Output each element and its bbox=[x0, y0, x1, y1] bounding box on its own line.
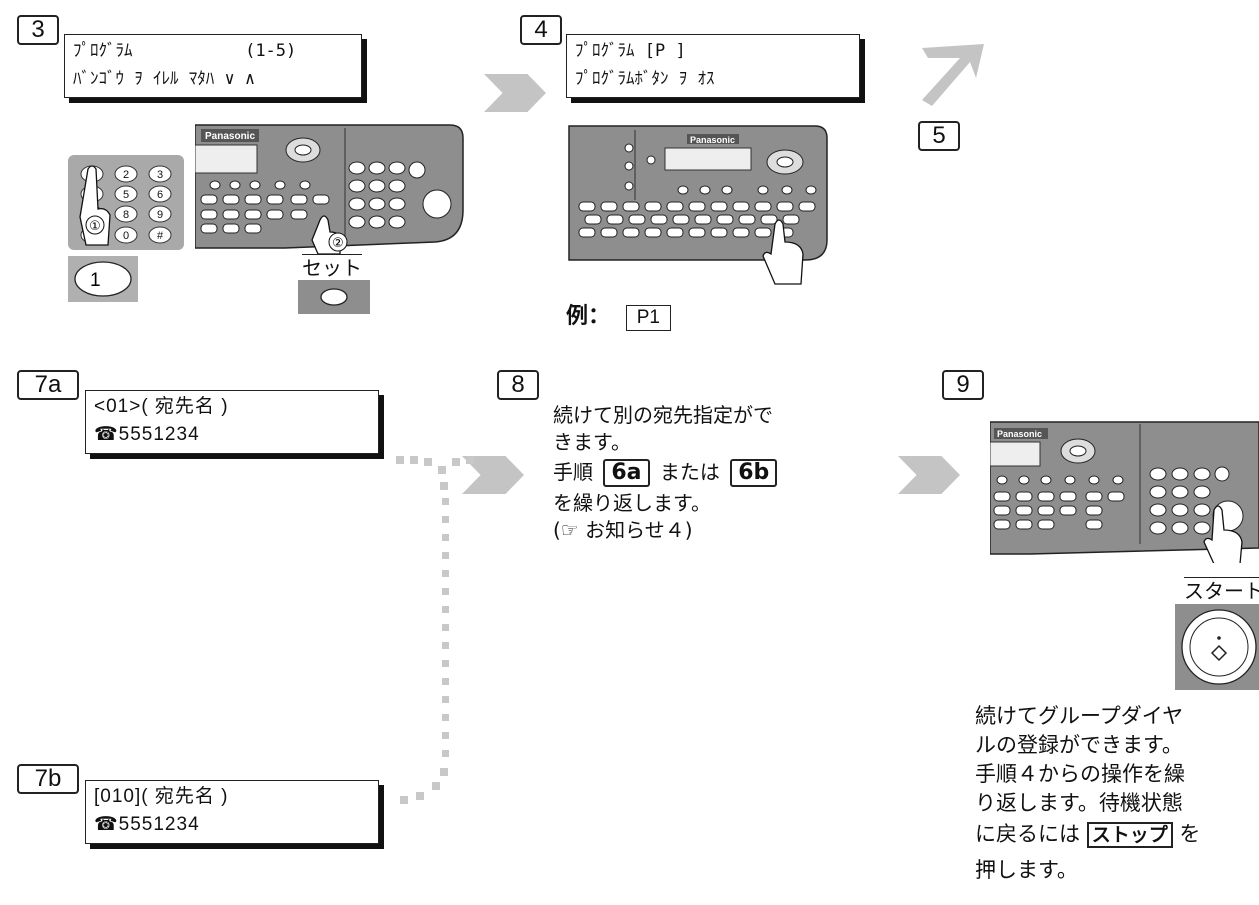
step9-line3: 手順４からの操作を繰 bbox=[975, 762, 1185, 786]
lcd-line-2: ☎5551234 bbox=[94, 814, 200, 835]
stop-key-ref: ストップ bbox=[1086, 822, 1173, 848]
pointing-hand-icon bbox=[1203, 505, 1243, 563]
lcd-line-1: ﾌﾟﾛｸﾞﾗﾑ (1-5) bbox=[73, 41, 297, 61]
step-ref-6b: 6b bbox=[730, 459, 778, 487]
diagonal-arrow-icon bbox=[922, 44, 984, 106]
step-5-label: 5 bbox=[918, 121, 960, 151]
step9-return-label: に戻るには bbox=[975, 822, 1080, 846]
pointing-hand-icon bbox=[762, 219, 804, 285]
step8-or-label: または bbox=[659, 460, 720, 484]
start-diamond-icon bbox=[1210, 644, 1228, 662]
step-4-label: 4 bbox=[520, 15, 562, 45]
control-panel-step3: Panasonic ② bbox=[195, 124, 464, 255]
key-0: 0 bbox=[123, 230, 129, 242]
step-9-label: 9 bbox=[942, 370, 984, 400]
key-one-illustration: 1 bbox=[68, 256, 138, 302]
key-6: 6 bbox=[157, 189, 163, 201]
lcd-line-1: [010]( 宛先名 ) bbox=[94, 786, 229, 807]
arrow-chevron-icon bbox=[898, 456, 960, 494]
step9-line4: り返します。待機状態 bbox=[975, 791, 1183, 815]
step9-line1: 続けてグループダイヤ bbox=[975, 704, 1184, 728]
lcd-line-2: ☎5551234 bbox=[94, 424, 200, 445]
set-key-illustration bbox=[298, 280, 370, 314]
lcd-line-2: ﾌﾟﾛｸﾞﾗﾑﾎﾞﾀﾝ ｦ ｵｽ bbox=[575, 69, 715, 89]
set-key-label: セット bbox=[302, 254, 362, 280]
lcd-display-step7a: <01>( 宛先名 ) ☎5551234 bbox=[85, 390, 379, 454]
key-9: 9 bbox=[157, 209, 163, 221]
callout-1: ① bbox=[89, 219, 101, 234]
arrow-chevron-icon bbox=[484, 74, 546, 112]
lcd-display-step4: ﾌﾟﾛｸﾞﾗﾑ [P ] ﾌﾟﾛｸﾞﾗﾑﾎﾞﾀﾝ ｦ ｵｽ bbox=[566, 34, 860, 98]
step9-line2: ルの登録ができます。 bbox=[975, 733, 1183, 757]
example-value: P1 bbox=[625, 305, 671, 331]
step8-line3: 手順 6a または 6b bbox=[553, 457, 781, 487]
key-one-label: 1 bbox=[90, 270, 101, 291]
step8-procedure-label: 手順 bbox=[553, 460, 593, 484]
key-2: 2 bbox=[123, 169, 129, 181]
step-7a-label: 7a bbox=[17, 370, 79, 400]
step-7b-label: 7b bbox=[17, 764, 79, 794]
brand-logo: Panasonic bbox=[205, 131, 255, 142]
key-8: 8 bbox=[123, 209, 129, 221]
key-3: 3 bbox=[157, 169, 163, 181]
lcd-line-1: ﾌﾟﾛｸﾞﾗﾑ [P ] bbox=[575, 41, 686, 61]
step8-line5: (☞ お知らせ４) bbox=[553, 518, 693, 542]
step-ref-6a: 6a bbox=[603, 459, 650, 487]
control-panel-step4: Panasonic bbox=[568, 125, 828, 285]
step8-line1: 続けて別の宛先指定がで bbox=[553, 403, 773, 427]
step9-wo: を bbox=[1179, 822, 1201, 846]
brand-logo: Panasonic bbox=[690, 135, 735, 145]
step8-line4: を繰り返します。 bbox=[553, 491, 711, 515]
key-5: 5 bbox=[123, 189, 129, 201]
lcd-display-step3: ﾌﾟﾛｸﾞﾗﾑ (1-5) ﾊﾞﾝｺﾞｳ ｦ ｲﾚﾙ ﾏﾀﾊ ∨ ∧ bbox=[64, 34, 362, 98]
step-3-label: 3 bbox=[17, 15, 59, 45]
step9-line6: 押します。 bbox=[975, 858, 1078, 882]
callout-2: ② bbox=[332, 236, 344, 251]
lcd-line-2: ﾊﾞﾝｺﾞｳ ｦ ｲﾚﾙ ﾏﾀﾊ ∨ ∧ bbox=[73, 69, 256, 89]
start-key-illustration bbox=[1175, 604, 1259, 690]
control-panel-step9: Panasonic bbox=[990, 421, 1259, 563]
start-key-label: スタート bbox=[1184, 577, 1259, 605]
example-label: 例： bbox=[566, 304, 611, 329]
lcd-line-1: <01>( 宛先名 ) bbox=[94, 396, 229, 417]
example-caption: 例： P1 bbox=[566, 303, 671, 331]
step9-line5: に戻るには ストップ を bbox=[975, 820, 1200, 849]
numeric-keypad-illustration: 2 3 5 6 8 9 0 # ① bbox=[68, 155, 184, 250]
brand-logo: Panasonic bbox=[997, 429, 1042, 439]
key-hash: # bbox=[157, 230, 164, 242]
step-8-label: 8 bbox=[497, 370, 539, 400]
lcd-display-step7b: [010]( 宛先名 ) ☎5551234 bbox=[85, 780, 379, 844]
dotted-connector bbox=[396, 456, 474, 804]
step8-line2: きます。 bbox=[553, 430, 631, 454]
